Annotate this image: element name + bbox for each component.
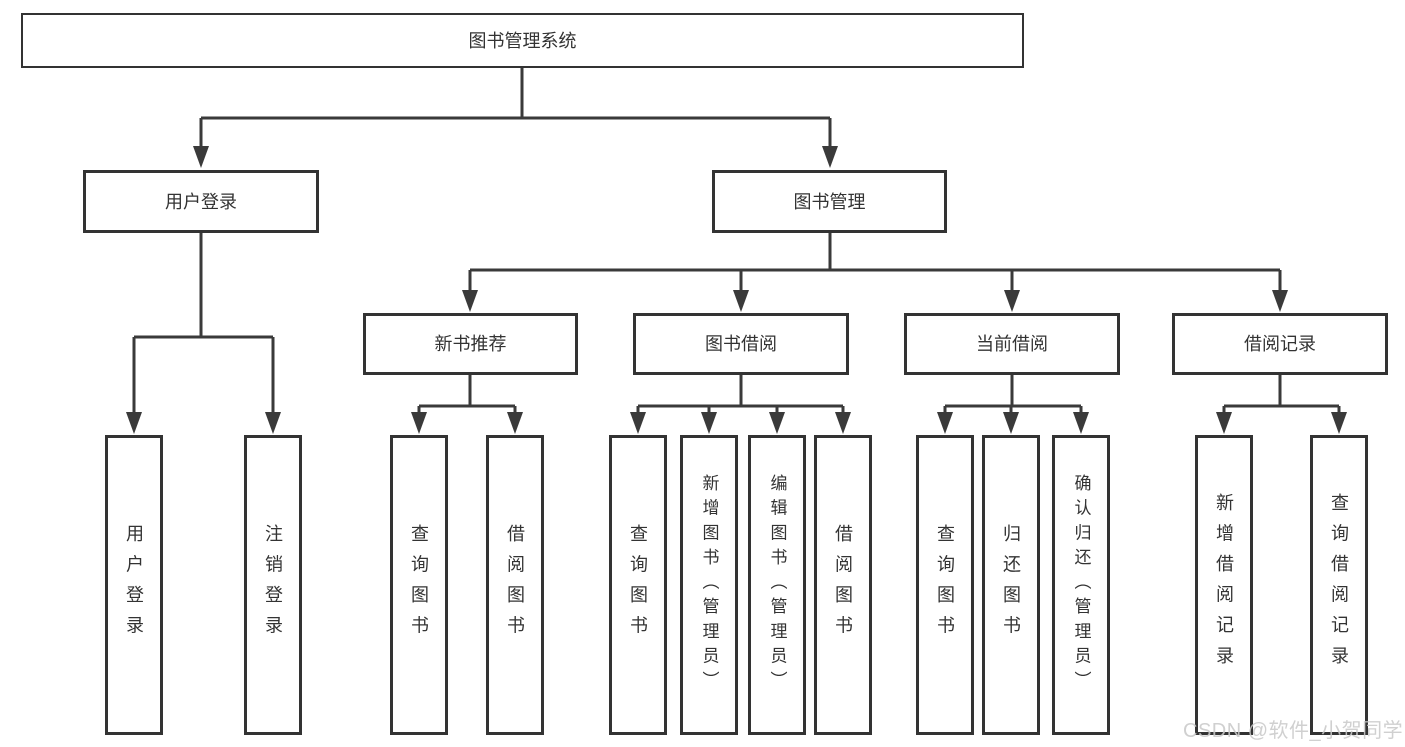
leaf-query-books-borrow: 查询图书 (609, 435, 667, 735)
node-new-book-recommendation: 新书推荐 (363, 313, 578, 375)
leaf-user-login: 用户登录 (105, 435, 163, 735)
leaf-label: 借阅图书 (505, 523, 525, 647)
leaf-label: 新增借阅记录 (1214, 493, 1234, 677)
leaf-add-borrow-record: 新增借阅记录 (1195, 435, 1253, 735)
node-label: 用户登录 (165, 191, 237, 212)
leaf-query-books-current: 查询图书 (916, 435, 974, 735)
leaf-edit-book-admin: 编辑图书（管理员） (748, 435, 806, 735)
node-label: 图书管理 (793, 191, 866, 212)
leaf-label: 编辑图书（管理员） (767, 474, 787, 696)
leaf-label: 查询借阅记录 (1329, 493, 1349, 677)
leaf-label: 借阅图书 (833, 523, 853, 647)
leaf-label: 注销登录 (263, 523, 283, 647)
leaf-return-books: 归还图书 (982, 435, 1040, 735)
node-book-management: 图书管理 (712, 170, 947, 233)
leaf-borrow-books: 借阅图书 (814, 435, 872, 735)
leaf-borrow-books-recommend: 借阅图书 (486, 435, 544, 735)
node-book-borrowing: 图书借阅 (633, 313, 849, 375)
leaf-label: 查询图书 (628, 523, 648, 647)
node-label: 当前借阅 (976, 334, 1048, 354)
node-label: 图书借阅 (705, 334, 777, 354)
node-library-management-system: 图书管理系统 (21, 13, 1024, 68)
leaf-label: 确认归还（管理员） (1071, 474, 1091, 696)
leaf-label: 用户登录 (124, 523, 144, 647)
node-borrowing-records: 借阅记录 (1172, 313, 1388, 375)
leaf-add-book-admin: 新增图书（管理员） (680, 435, 738, 735)
node-current-borrowing: 当前借阅 (904, 313, 1120, 375)
leaf-logout: 注销登录 (244, 435, 302, 735)
leaf-label: 归还图书 (1001, 523, 1021, 647)
node-label: 借阅记录 (1244, 334, 1316, 354)
leaf-confirm-return-admin: 确认归还（管理员） (1052, 435, 1110, 735)
leaf-query-books-recommend: 查询图书 (390, 435, 448, 735)
node-label: 图书管理系统 (468, 30, 577, 51)
leaf-label: 查询图书 (935, 523, 955, 647)
leaf-query-borrow-record: 查询借阅记录 (1310, 435, 1368, 735)
csdn-watermark: CSDN @软件_小贺同学 (1183, 720, 1404, 742)
leaf-label: 新增图书（管理员） (699, 474, 719, 696)
node-user-login: 用户登录 (83, 170, 319, 233)
leaf-label: 查询图书 (409, 523, 429, 647)
node-label: 新书推荐 (434, 334, 507, 354)
